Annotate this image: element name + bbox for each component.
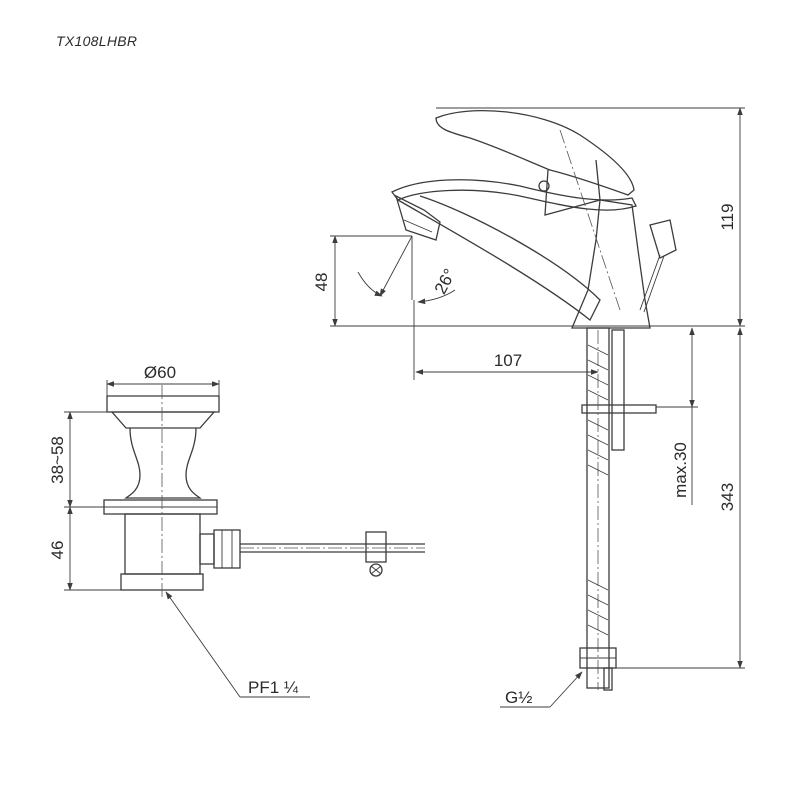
inlet-stub [603, 667, 613, 691]
handle-screw [538, 180, 550, 192]
spout-underside [397, 195, 601, 322]
popup-knob [649, 219, 677, 259]
drain-arm-nut [213, 529, 241, 569]
label-inlet-thread: G½ [505, 688, 532, 707]
label-drain-body: 46 [48, 541, 67, 560]
drain-flange [106, 395, 220, 413]
handle-lever [435, 110, 635, 196]
faucet-spout [391, 179, 637, 211]
mounting-nut [581, 404, 657, 414]
drain-neck [124, 427, 202, 499]
label-spout-reach: 107 [494, 351, 522, 370]
label-faucet-height: 119 [718, 203, 737, 230]
hose-braid [587, 344, 609, 636]
handle-hub [544, 159, 601, 216]
label-counter-thickness: max.30 [671, 442, 690, 498]
label-drain-range: 38~58 [48, 436, 67, 484]
aerator [394, 194, 441, 241]
model-number: TX108LHBR [56, 33, 138, 49]
popup-drain-view: Ø60 38~58 46 PF1 ¼ [48, 363, 425, 698]
label-drain-thread: PF1 ¼ [248, 678, 299, 697]
angle-arc-left [357, 271, 383, 297]
label-spout-height: 48 [312, 273, 331, 292]
rod-clip [365, 531, 387, 563]
label-spout-angle: 26° [431, 266, 460, 298]
mounting-rod [611, 329, 625, 451]
label-hose-length: 343 [718, 483, 737, 511]
faucet-body [571, 199, 651, 329]
drain-arm-boss [199, 533, 215, 565]
drain-body [124, 513, 201, 575]
faucet-side-view: 48 26° 107 119 max.30 343 G½ [312, 107, 745, 708]
angle-arc-right [417, 289, 456, 305]
label-drain-diameter: Ø60 [144, 363, 176, 382]
